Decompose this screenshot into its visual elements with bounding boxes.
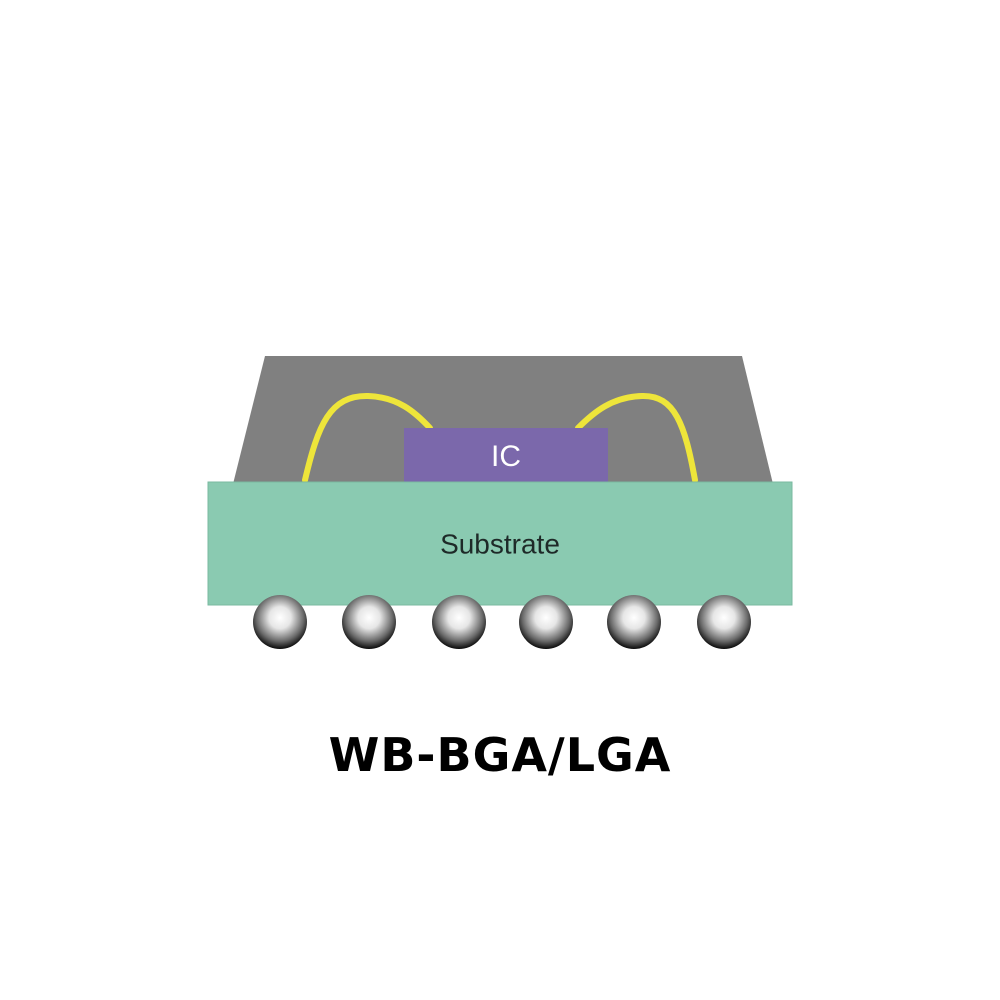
solder-ball: [697, 595, 751, 649]
bond-wire-left: [302, 392, 433, 483]
mold-compound: [233, 356, 773, 484]
bond-wire-right: [575, 392, 698, 483]
solder-ball: [519, 595, 573, 649]
ic-label: IC: [491, 440, 521, 473]
substrate-label: Substrate: [440, 528, 560, 559]
solder-ball: [342, 595, 396, 649]
solder-ball: [253, 595, 307, 649]
substrate: [207, 481, 793, 606]
solder-balls: [253, 595, 751, 649]
solder-ball: [607, 595, 661, 649]
solder-ball: [432, 595, 486, 649]
package-caption: WB-BGA/LGA: [328, 728, 672, 782]
ic-die: [404, 428, 608, 484]
